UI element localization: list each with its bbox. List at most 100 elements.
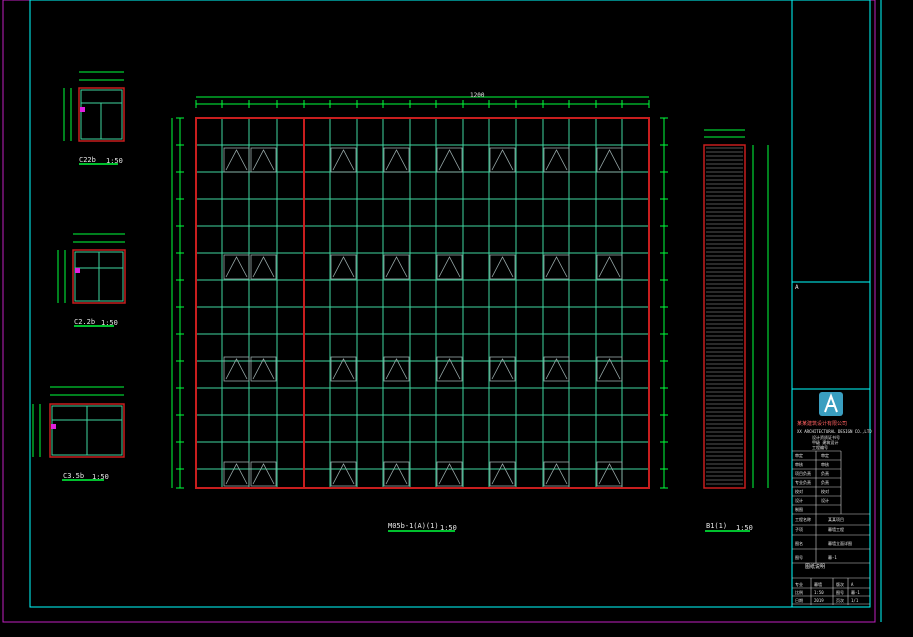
vent-panel [543,254,570,280]
tb-row-name: 负责 [821,480,829,485]
vent-panel [596,461,623,487]
vent-open-symbol [545,256,568,278]
vent-panel [489,254,516,280]
vent-open-symbol [385,149,408,171]
tb-subproject-label: 子项 [795,527,803,532]
side-elevation[interactable] [703,129,769,532]
operable-vent-panels [223,147,623,487]
window-c3-5b-scale: 1:50 [92,473,109,481]
tb-drawing-name: 幕墙立面详图 [828,541,852,546]
vent-panel [250,254,277,280]
vent-open-symbol [491,256,514,278]
tb-footer-right-label: 页次 [836,598,844,603]
vent-open-symbol [438,149,461,171]
vent-open-symbol [385,463,408,485]
tb-drawing-no: 幕-1 [828,555,837,560]
tb-project-name: 某某项目 [828,517,844,522]
tb-subproject-name: 幕墙工程 [828,527,844,532]
tb-row-label: 专业负责 [795,480,811,485]
vent-open-symbol [491,358,514,380]
vent-open-symbol [491,149,514,171]
vent-panel [223,356,250,382]
vent-panel [383,147,410,173]
vent-panel [543,147,570,173]
front-elevation-label: M05b-1(A)(1) [388,522,439,530]
title-block[interactable] [792,281,870,605]
vent-panel [436,254,463,280]
window-detail-c3-5b[interactable] [32,386,125,481]
vent-panel [250,356,277,382]
window-c22b-scale: 1:50 [106,157,123,165]
vent-panel [543,356,570,382]
titleblock-header-note: A [795,284,799,291]
vent-panel [330,356,357,382]
vent-open-symbol [225,358,248,380]
vent-panel [489,356,516,382]
tb-footer-right-value: A [851,582,854,587]
vent-panel [223,461,250,487]
tb-footer-label: 比例 [795,590,803,595]
dimension-lines [171,96,668,489]
vent-panel [223,254,250,280]
vent-open-symbol [252,149,275,171]
front-elevation[interactable] [171,96,668,532]
vent-panel [330,254,357,280]
curtain-wall-grid [195,117,650,489]
vent-open-symbol [438,358,461,380]
tb-footer-label: 专业 [795,582,803,587]
company-subtitle: XX ARCHITECTURAL DESIGN CO.,LTD [797,429,872,434]
vent-open-symbol [598,149,621,171]
cert-line-1: 设计资质证书号 [812,435,840,440]
tb-drawing-label: 图名 [795,541,803,546]
tb-row-label: 审核 [795,462,803,467]
side-elevation-scale: 1:50 [736,524,753,532]
drawing-frame [29,0,871,608]
window-detail-c22b[interactable] [63,71,125,165]
vent-panel [383,254,410,280]
vent-panel [330,461,357,487]
vent-panel [436,461,463,487]
vent-open-symbol [252,256,275,278]
window-detail-c2-2b[interactable] [57,233,126,327]
tb-footer-label: 日期 [795,598,803,603]
vent-open-symbol [598,256,621,278]
side-elevation-label: B1(1) [706,522,728,530]
vent-open-symbol [225,256,248,278]
vent-open-symbol [598,358,621,380]
vent-open-symbol [545,149,568,171]
vent-open-symbol [252,463,275,485]
tb-row-name: 负责 [821,471,829,476]
tb-footer-value: 1:50 [814,590,824,595]
vent-open-symbol [332,256,355,278]
vent-panel [436,356,463,382]
tb-footer-right-label: 图号 [836,590,844,595]
tb-row-name: 审定 [821,453,829,458]
sheet-border-outer [2,0,876,623]
vent-open-symbol [545,463,568,485]
tb-drawing-no-label: 图号 [795,555,803,560]
tb-row-name: 审核 [821,462,829,467]
tb-footer-right-label: 版次 [836,582,844,587]
vent-panel [436,147,463,173]
vent-open-symbol [225,149,248,171]
window-c22b-label: C22b [79,156,96,164]
tb-footer-value: 幕墙 [814,582,822,587]
vent-open-symbol [438,256,461,278]
vent-open-symbol [491,463,514,485]
tb-row-label: 设计 [795,498,803,503]
tb-row-name: 设计 [821,498,829,503]
front-elevation-scale: 1:50 [440,524,457,532]
vent-open-symbol [598,463,621,485]
cert-line-2: 甲级 建筑设计 [812,440,839,445]
vent-panel [596,147,623,173]
tb-footer-value: 2019 [814,598,824,603]
vent-panel [383,356,410,382]
title-block-rows [792,450,870,605]
vent-panel [489,147,516,173]
tb-footer-right-value: 1/1 [851,598,859,603]
vent-panel [489,461,516,487]
window-c3-5b-label: C3.5b [63,472,85,480]
vent-open-symbol [385,256,408,278]
tb-row-label: 校对 [795,489,803,494]
